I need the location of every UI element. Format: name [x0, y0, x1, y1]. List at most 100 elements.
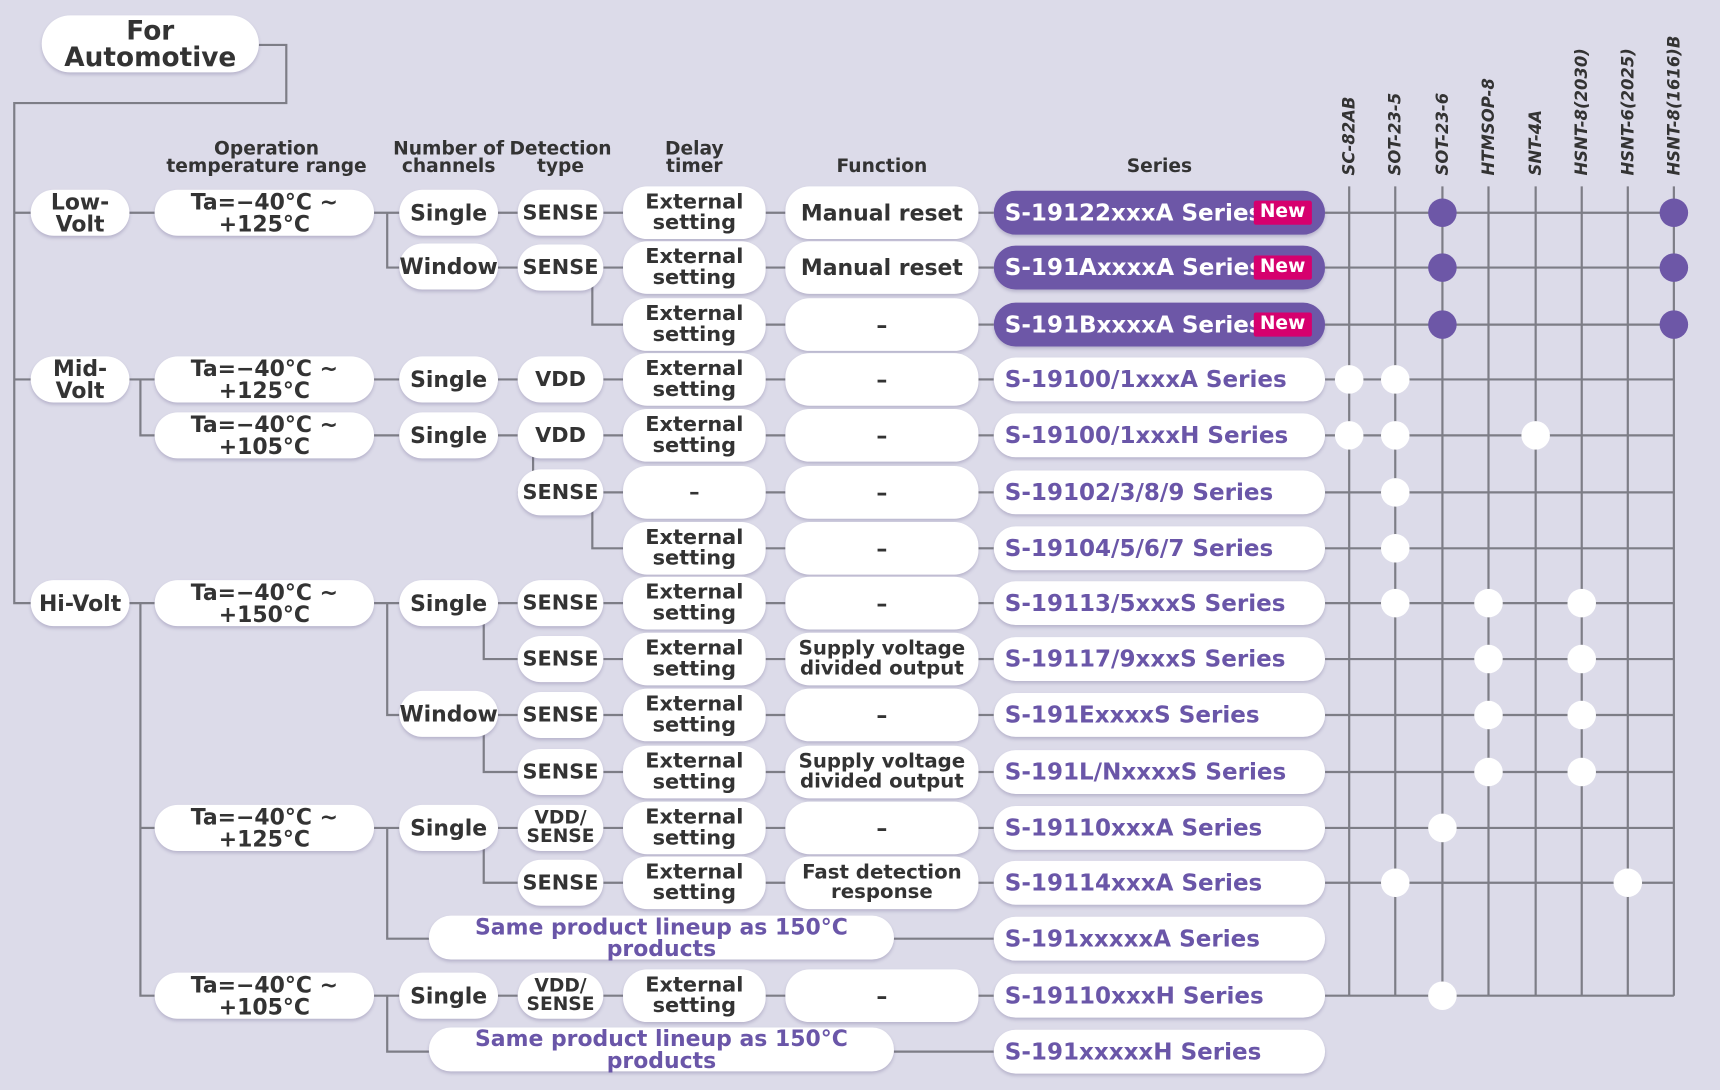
temp-hi-105: Ta=−40°C ~ +105°C [154, 972, 375, 1019]
header-number-of-channels: Number of channels [393, 138, 505, 178]
function-label: – [785, 576, 979, 630]
package-availability-dot [1428, 981, 1457, 1010]
function-label: Supply voltage divided output [785, 632, 979, 686]
package-availability-dot [1380, 868, 1410, 898]
channel-single: Single [399, 972, 498, 1019]
package-availability-dot [1380, 534, 1410, 563]
header-detection-type: Detection type [509, 138, 612, 178]
delay-timer: External setting [623, 409, 766, 462]
detection-type: SENSE [517, 636, 604, 683]
function-label: – [785, 298, 979, 351]
category-mid-volt: Mid-Volt [30, 356, 130, 403]
header-delay-timer: Delay timer [664, 138, 724, 178]
connector-line [386, 212, 400, 269]
package-availability-dot [1334, 421, 1364, 450]
series-name: S-191xxxxxA Series [993, 916, 1326, 961]
package-availability-dot [1521, 421, 1550, 450]
delay-timer: – [623, 466, 766, 519]
header-series: Series [1126, 155, 1193, 178]
delay-timer: External setting [623, 298, 766, 351]
channel-single: Single [399, 412, 498, 459]
function-label: – [785, 969, 979, 1023]
same-lineup-note: Same product lineup as 150°C products [428, 1028, 894, 1072]
connector-line [13, 43, 288, 605]
package-availability-dot [1428, 198, 1457, 227]
delay-timer: External setting [623, 688, 766, 742]
delay-timer: External setting [623, 856, 766, 910]
function-label: – [785, 801, 979, 855]
category-low-volt: Low-Volt [30, 189, 130, 236]
channel-single: Single [399, 189, 498, 236]
package-availability-dot [1380, 588, 1410, 618]
series-name: S-19117/9xxxS Series [993, 637, 1326, 681]
package-availability-dot [1380, 421, 1410, 450]
function-label: – [785, 521, 979, 575]
series-name: S-19110xxxA Series [993, 806, 1326, 850]
header-function: Function [836, 155, 928, 178]
channel-window: Window [399, 690, 498, 737]
connector-line [139, 603, 155, 997]
detection-type: SENSE [517, 691, 604, 739]
series-name: S-19102/3/8/9 Series [993, 470, 1326, 515]
detection-type: SENSE [517, 469, 604, 516]
package-availability-dot [1567, 757, 1596, 787]
package-availability-dot [1428, 310, 1457, 339]
package-header: SC-82AB [1339, 96, 1360, 176]
series-name: S-191L/NxxxxS Series [993, 750, 1326, 794]
detection-type: SENSE [517, 748, 604, 796]
detection-type: VDD [517, 356, 604, 403]
series-name: S-191ExxxxS Series [993, 693, 1326, 737]
series-name: S-19110xxxH Series [993, 973, 1326, 1018]
delay-timer: External setting [623, 745, 766, 799]
package-availability-dot [1567, 644, 1596, 674]
connector-line [386, 827, 429, 940]
package-availability-dot [1659, 310, 1689, 339]
delay-timer: External setting [623, 521, 766, 575]
temp-hi-150: Ta=−40°C ~ +150°C [154, 580, 375, 627]
temp-mid-105: Ta=−40°C ~ +105°C [154, 412, 375, 459]
function-label: – [785, 466, 979, 519]
package-availability-dot [1474, 757, 1503, 787]
function-label: – [785, 409, 979, 462]
same-lineup-note: Same product lineup as 150°C products [428, 916, 894, 960]
package-availability-dot [1474, 644, 1503, 674]
connector-line [386, 603, 400, 717]
package-header: HSNT-6(2025) [1617, 48, 1638, 176]
detection-type: SENSE [517, 244, 604, 291]
package-availability-dot [1474, 588, 1503, 618]
package-availability-dot [1613, 868, 1643, 898]
channel-single: Single [399, 580, 498, 627]
page-title: For Automotive [41, 15, 259, 73]
channel-single: Single [399, 804, 498, 851]
new-badge: New [1253, 200, 1312, 225]
package-header: SOT-23-6 [1432, 92, 1453, 176]
function-label: Supply voltage divided output [785, 745, 979, 799]
delay-timer: External setting [623, 576, 766, 630]
function-label: – [785, 688, 979, 742]
series-name: S-19114xxxA Series [993, 860, 1326, 905]
package-availability-dot [1567, 700, 1596, 730]
package-header: HSNT-8(2030) [1571, 48, 1592, 176]
header-operation-temperature: Operation temperature range [166, 138, 367, 178]
package-availability-dot [1659, 198, 1689, 227]
channel-window: Window [399, 243, 498, 290]
series-name: S-19104/5/6/7 Series [993, 526, 1326, 571]
package-availability-dot [1428, 813, 1457, 843]
function-label: Manual reset [785, 186, 979, 240]
series-name: S-19100/1xxxA Series [993, 357, 1326, 402]
delay-timer: External setting [623, 186, 766, 240]
channel-single: Single [399, 356, 498, 403]
connector-line [386, 995, 429, 1053]
package-header: HTMSOP-8 [1478, 78, 1499, 176]
detection-type: VDD [517, 412, 604, 459]
package-header: SNT-4A [1525, 110, 1546, 176]
delay-timer: External setting [623, 969, 766, 1023]
package-availability-dot [1659, 253, 1689, 282]
function-label: Fast detection response [785, 856, 979, 910]
detection-type: SENSE [517, 189, 604, 236]
